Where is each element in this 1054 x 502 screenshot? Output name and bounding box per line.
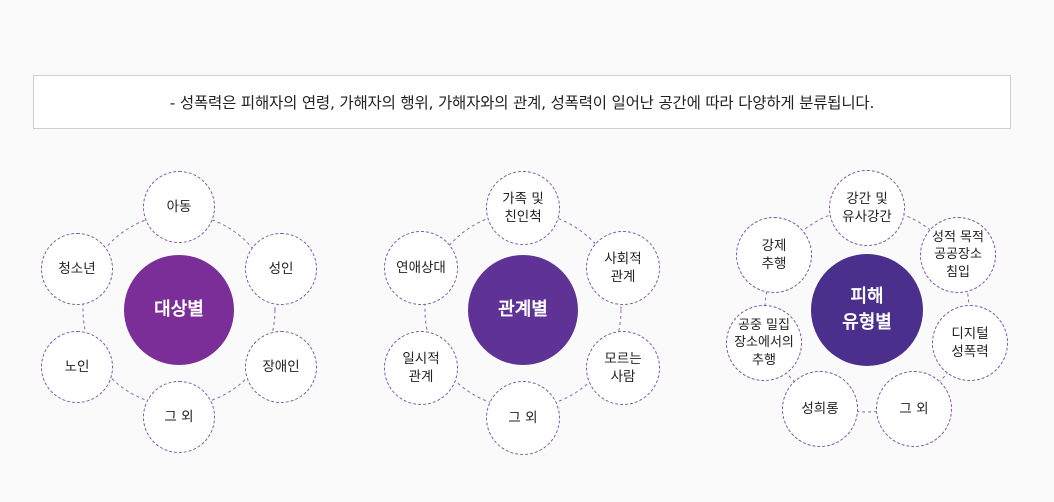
intro-text: - 성폭력은 피해자의 연령, 가해자의 행위, 가해자와의 관계, 성폭력이 …	[169, 94, 875, 112]
node-crowded-molestation: 공중 밀집 장소에서의 추행	[726, 305, 802, 381]
node-rape: 강간 및 유사강간	[829, 170, 905, 246]
node-disabled: 장애인	[245, 331, 317, 403]
center-target: 대상별	[124, 255, 234, 365]
node-child: 아동	[143, 171, 215, 243]
node-social: 사회적 관계	[586, 231, 660, 305]
center-relationship: 관계별	[468, 255, 578, 365]
node-youth: 청소년	[41, 233, 113, 305]
node-elderly: 노인	[41, 331, 113, 403]
center-damage-type: 피해 유형별	[811, 254, 923, 366]
node-intrusion: 성적 목적 공공장소 침입	[920, 217, 996, 293]
node-temporary: 일시적 관계	[384, 331, 458, 405]
node-stranger: 모르는 사람	[586, 331, 660, 405]
node-harassment: 성희롱	[782, 371, 858, 447]
node-digital: 디지털 성폭력	[932, 305, 1008, 381]
node-other: 그 외	[143, 381, 215, 453]
node-molestation: 강제 추행	[736, 217, 812, 293]
node-dating: 연애상대	[384, 231, 458, 305]
intro-text-box: - 성폭력은 피해자의 연령, 가해자의 행위, 가해자와의 관계, 성폭력이 …	[33, 75, 1011, 129]
node-adult: 성인	[245, 233, 317, 305]
node-other: 그 외	[876, 371, 952, 447]
node-family: 가족 및 친인척	[486, 171, 560, 245]
node-other: 그 외	[486, 381, 560, 455]
